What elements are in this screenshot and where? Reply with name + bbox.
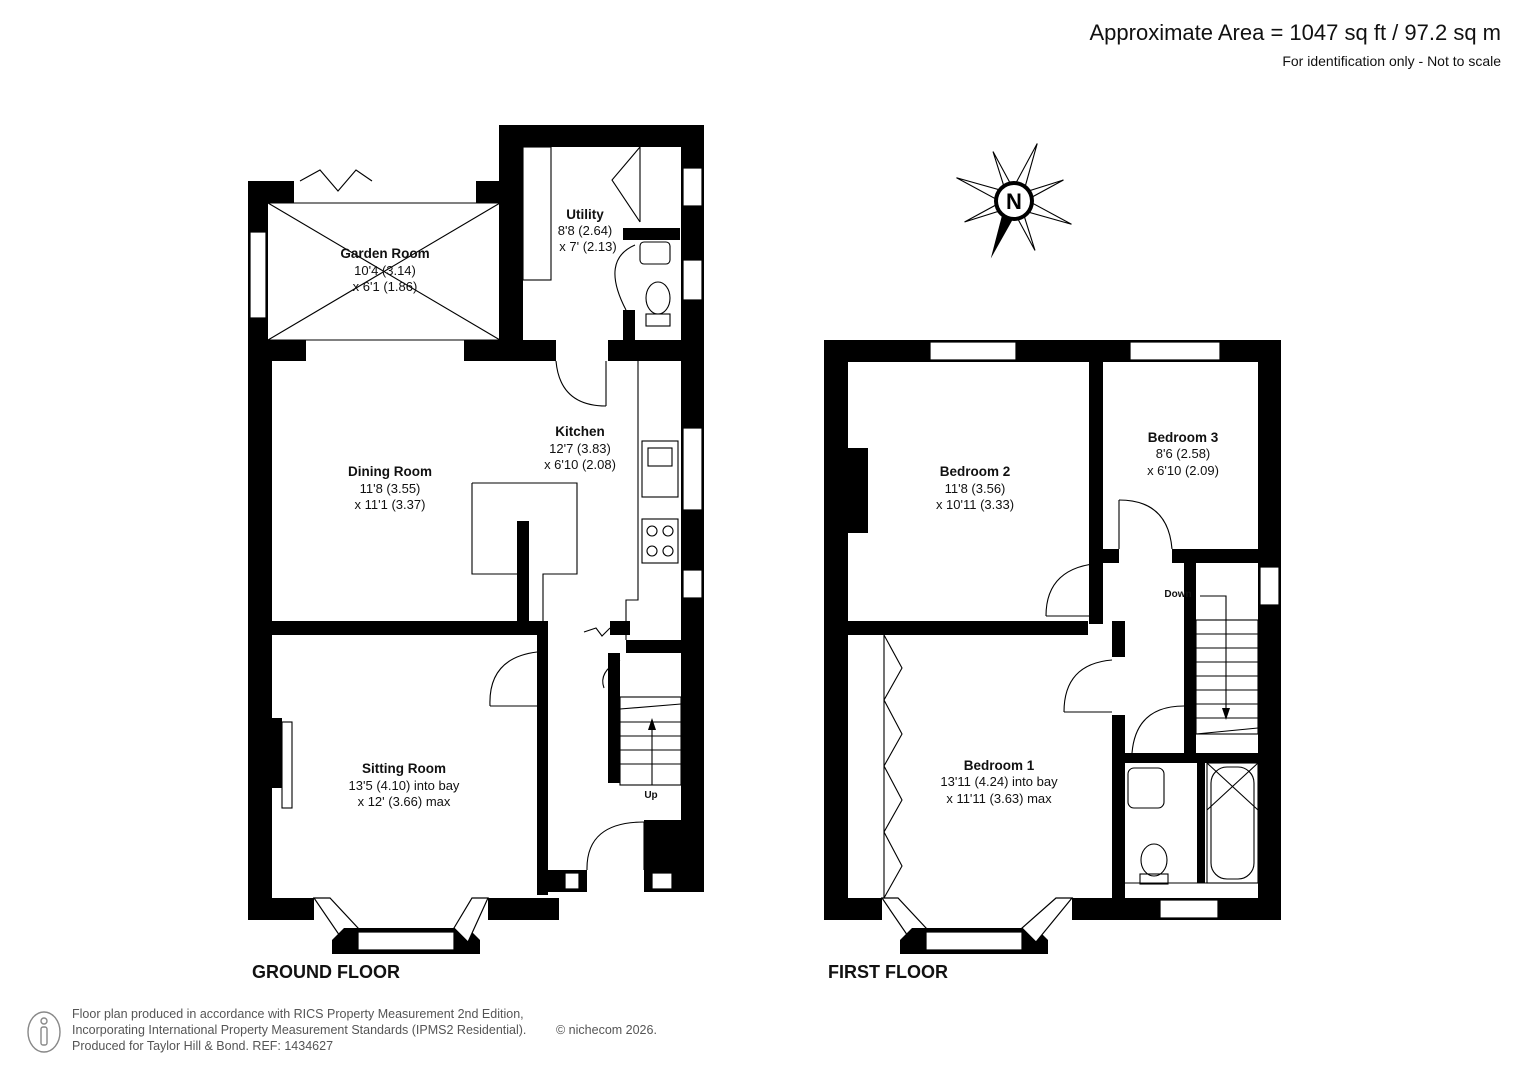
utility-door-swing <box>555 360 607 407</box>
bath <box>1206 762 1259 884</box>
landing-window <box>1259 566 1280 606</box>
bedroom-3-window <box>1129 341 1221 361</box>
bedroom-3-dim1: 8'6 (2.58) <box>1156 446 1211 461</box>
sitting-room-dim2: x 12' (3.66) max <box>358 794 451 809</box>
kitchen-worktop <box>625 361 639 640</box>
bedroom-2-dim2: x 10'11 (3.33) <box>936 497 1014 512</box>
garden-room-name: Garden Room <box>340 246 429 261</box>
stairs-up-label: Up <box>644 790 657 801</box>
first-floor-plan <box>824 340 1281 954</box>
bedroom-1-dim1: 13'11 (4.24) into bay <box>940 774 1058 789</box>
footer-credits: Floor plan produced in accordance with R… <box>72 1006 657 1054</box>
garden-room-dim1: 10'4 (3.14) <box>354 263 416 278</box>
disclaimer-note: For identification only - Not to scale <box>1282 53 1501 69</box>
kitchen-bifold <box>583 627 611 637</box>
bedroom-3-door-swing <box>1118 499 1173 550</box>
footer-line-3: Produced for Taylor Hill & Bond. REF: 14… <box>72 1039 334 1053</box>
first-floor-stairs <box>1195 595 1259 735</box>
garden-room-walls <box>248 125 556 361</box>
kitchen-name: Kitchen <box>555 424 605 439</box>
dining-room-dim2: x 11'1 (3.37) <box>355 497 426 512</box>
approximate-area: Approximate Area = 1047 sq ft / 97.2 sq … <box>1089 20 1501 45</box>
footer-line-1: Floor plan produced in accordance with R… <box>72 1007 524 1021</box>
utility-basin <box>639 241 671 265</box>
first-floor-label: FIRST FLOOR <box>828 962 948 982</box>
kitchen-dim2: x 6'10 (2.08) <box>544 457 616 472</box>
sitting-room-door-swing <box>489 651 538 707</box>
first-floor-room-labels: Bedroom 2 11'8 (3.56) x 10'11 (3.33) Bed… <box>936 430 1219 806</box>
bedroom-1-bay-window <box>880 897 1074 954</box>
dining-room-name: Dining Room <box>348 464 432 479</box>
bedroom-1-dim2: x 11'11 (3.63) max <box>946 791 1052 806</box>
sitting-room-dim1: 13'5 (4.10) into bay <box>349 778 460 793</box>
ground-floor-label: GROUND FLOOR <box>252 962 400 982</box>
utility-name: Utility <box>566 207 604 222</box>
kitchen-window-2 <box>682 569 703 599</box>
ground-floor-plan <box>248 125 704 954</box>
bedroom-2-dim1: 11'8 (3.56) <box>945 481 1006 496</box>
utility-window-1 <box>682 167 703 207</box>
kitchen-sink <box>641 440 679 498</box>
utility-wc <box>645 281 671 315</box>
front-door-swing <box>586 821 645 871</box>
utility-cupboard-door <box>611 146 641 223</box>
garden-room-dim2: x 6'1 (1.86) <box>353 279 418 294</box>
kitchen-window <box>682 427 703 511</box>
compass-rose <box>956 143 1072 259</box>
bifold-doors <box>299 169 373 192</box>
bathroom-window <box>1159 899 1219 919</box>
bathroom-fixtures <box>1125 762 1259 885</box>
utility-dim2: x 7' (2.13) <box>559 239 616 254</box>
understairs-door <box>602 659 621 689</box>
bedroom-2-name: Bedroom 2 <box>940 464 1011 479</box>
sitting-room-name: Sitting Room <box>362 761 446 776</box>
compass-north-letter: N <box>1006 189 1022 214</box>
first-floor-walls <box>824 340 1281 920</box>
footer-copyright: © nichecom 2026. <box>556 1023 657 1037</box>
stairs-down-label: Down <box>1164 589 1191 600</box>
bathroom-basin <box>1127 767 1165 809</box>
bedroom-2-door-swing <box>1045 562 1104 617</box>
dining-room-dim1: 11'8 (3.55) <box>360 481 421 496</box>
utility-window-2 <box>682 259 703 301</box>
bedroom-3-dim2: x 6'10 (2.09) <box>1147 463 1219 478</box>
sitting-room-fireplace <box>281 721 293 809</box>
bedroom-1-name: Bedroom 1 <box>964 758 1035 773</box>
bedroom-3-name: Bedroom 3 <box>1148 430 1219 445</box>
bathroom-wc <box>1140 843 1168 877</box>
main-ground-walls <box>248 340 704 920</box>
dining-chimney-breast <box>472 482 578 621</box>
bedroom-2-window <box>929 341 1017 361</box>
garden-room-window <box>249 231 267 319</box>
ground-floor-room-labels: Garden Room 10'4 (3.14) x 6'1 (1.86) Uti… <box>340 207 657 809</box>
utility-dim1: 8'8 (2.64) <box>558 223 613 238</box>
sitting-room-bay-window <box>312 897 489 954</box>
info-person-icon <box>27 1011 61 1053</box>
bathroom-door-swing <box>1131 705 1185 754</box>
wc-door-swing <box>614 244 636 311</box>
kitchen-hob <box>641 518 679 564</box>
kitchen-dim1: 12'7 (3.83) <box>549 441 611 456</box>
bedroom-1-door-swing <box>1063 659 1113 713</box>
ground-floor-stairs <box>619 696 682 786</box>
footer-line-2: Incorporating International Property Mea… <box>72 1023 527 1037</box>
